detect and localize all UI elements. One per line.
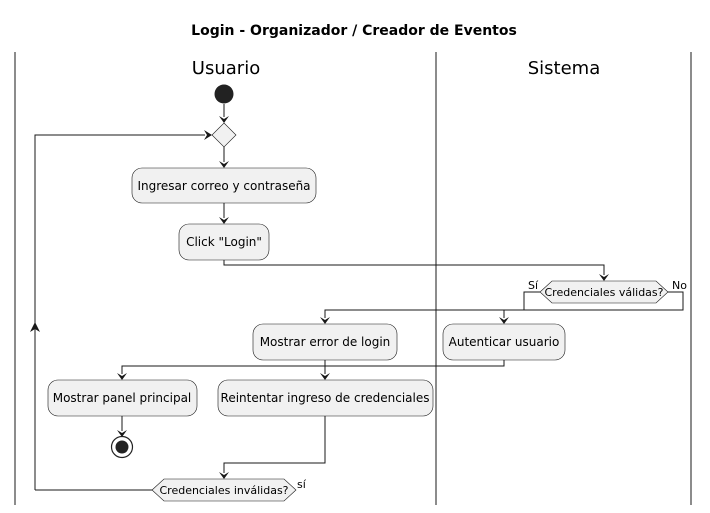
decision-valid-credentials-label: Credenciales válidas? [544, 286, 663, 299]
end-node-inner [115, 440, 129, 454]
merge-diamond [211, 122, 237, 148]
lane-header-user: Usuario [192, 58, 260, 79]
arrow-head [599, 274, 609, 281]
start-node [214, 84, 234, 104]
edge-label-si: sí [297, 478, 307, 491]
action-authenticate-label: Autenticar usuario [449, 335, 560, 349]
arrow-head [320, 317, 330, 324]
arrow-head [219, 161, 229, 168]
edge-loop-back [34, 134, 205, 490]
action-enter-credentials-label: Ingresar correo y contraseña [137, 179, 310, 193]
edge-click-decision [223, 260, 605, 275]
arrow-head [30, 322, 40, 332]
edge-retry-decision [223, 416, 326, 473]
decision-invalid-credentials-label: Credenciales inválidas? [159, 484, 288, 497]
edge-yes-error [324, 291, 540, 318]
edge-authenticate-panel [121, 360, 505, 374]
action-show-error-label: Mostrar error de login [260, 335, 391, 349]
edge-label-no: No [672, 279, 687, 292]
diagram-title: Login - Organizador / Creador de Eventos [191, 23, 517, 39]
arrow-head [499, 317, 509, 324]
arrow-head [219, 116, 229, 123]
action-click-login-label: Click "Login" [186, 235, 262, 249]
edge-no-authenticate [503, 291, 684, 318]
lane-header-system: Sistema [528, 58, 601, 79]
arrow-head [219, 217, 229, 224]
arrow-head [320, 373, 330, 380]
arrow-head [117, 373, 127, 380]
arrow-head [204, 130, 212, 140]
action-show-main-panel-label: Mostrar panel principal [53, 391, 192, 405]
arrow-head [117, 430, 127, 437]
arrow-head [219, 472, 229, 479]
edge-label-yes: Sí [528, 279, 539, 292]
action-retry-credentials-label: Reintentar ingreso de credenciales [221, 391, 430, 405]
decision-invalid-credentials [151, 478, 297, 502]
